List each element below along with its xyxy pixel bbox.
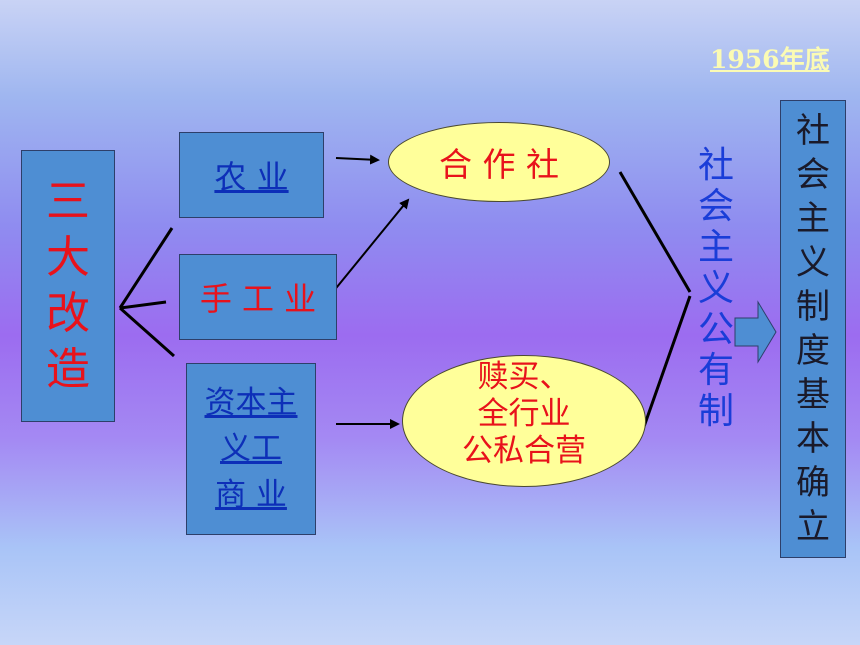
socialist-system-char: 确 xyxy=(796,463,830,503)
date-label: 1956年底 xyxy=(710,45,830,74)
bracket-line-mid xyxy=(119,300,167,310)
redemption-label: 赎买、 xyxy=(477,358,571,395)
three-transformations-box: 三 大 改 造 xyxy=(21,150,115,422)
agriculture-box: 农 业 xyxy=(179,132,324,218)
converge-line-top xyxy=(618,171,692,293)
public-ownership-char: 社 xyxy=(697,145,734,186)
capitalist-industry-link[interactable]: 资本主 xyxy=(204,385,298,421)
capitalist-industry-box: 资本主 义工 商 业 xyxy=(186,363,316,535)
public-ownership-char: 制 xyxy=(697,391,734,432)
handicraft-box: 手 工 业 xyxy=(179,254,337,340)
public-ownership-char: 义 xyxy=(697,268,734,309)
socialist-system-char: 主 xyxy=(796,199,830,239)
converge-line-bottom xyxy=(638,295,692,439)
arrow-agriculture-to-coop xyxy=(335,154,380,165)
public-ownership-label: 社 会 主 义 公 有 制 xyxy=(694,145,738,432)
capitalist-industry-link[interactable]: 商 业 xyxy=(215,477,287,513)
socialist-system-char: 度 xyxy=(796,331,830,371)
public-ownership-char: 会 xyxy=(697,186,734,227)
public-ownership-char: 主 xyxy=(697,227,734,268)
redemption-label: 公私合营 xyxy=(462,432,586,469)
socialist-system-char: 制 xyxy=(796,287,830,327)
socialist-system-char: 会 xyxy=(796,155,830,195)
socialist-system-char: 义 xyxy=(796,243,830,283)
three-transformations-char: 大 xyxy=(46,232,90,283)
socialist-system-char: 立 xyxy=(796,507,830,547)
handicraft-label: 手 工 业 xyxy=(199,280,317,318)
socialist-system-box: 社 会 主 义 制 度 基 本 确 立 xyxy=(780,100,846,558)
cooperative-ellipse: 合 作 社 xyxy=(388,122,610,202)
cooperative-label: 合 作 社 xyxy=(439,145,559,184)
three-transformations-char: 造 xyxy=(46,344,90,395)
agriculture-link[interactable]: 农 业 xyxy=(214,158,289,196)
bracket-line-bottom xyxy=(119,306,175,358)
socialist-system-char: 本 xyxy=(796,419,830,459)
three-transformations-char: 改 xyxy=(46,288,90,339)
redemption-ellipse: 赎买、 全行业 公私合营 xyxy=(402,355,646,487)
three-transformations-char: 三 xyxy=(46,176,90,227)
bracket-line-top xyxy=(118,227,174,309)
redemption-label: 全行业 xyxy=(477,395,571,432)
public-ownership-char: 公 xyxy=(697,309,734,350)
block-arrow xyxy=(734,300,777,364)
socialist-system-char: 基 xyxy=(796,375,830,415)
capitalist-industry-link[interactable]: 义工 xyxy=(220,431,282,467)
arrow-handicraft-to-coop xyxy=(327,198,410,299)
public-ownership-char: 有 xyxy=(697,350,734,391)
socialist-system-char: 社 xyxy=(796,111,830,151)
